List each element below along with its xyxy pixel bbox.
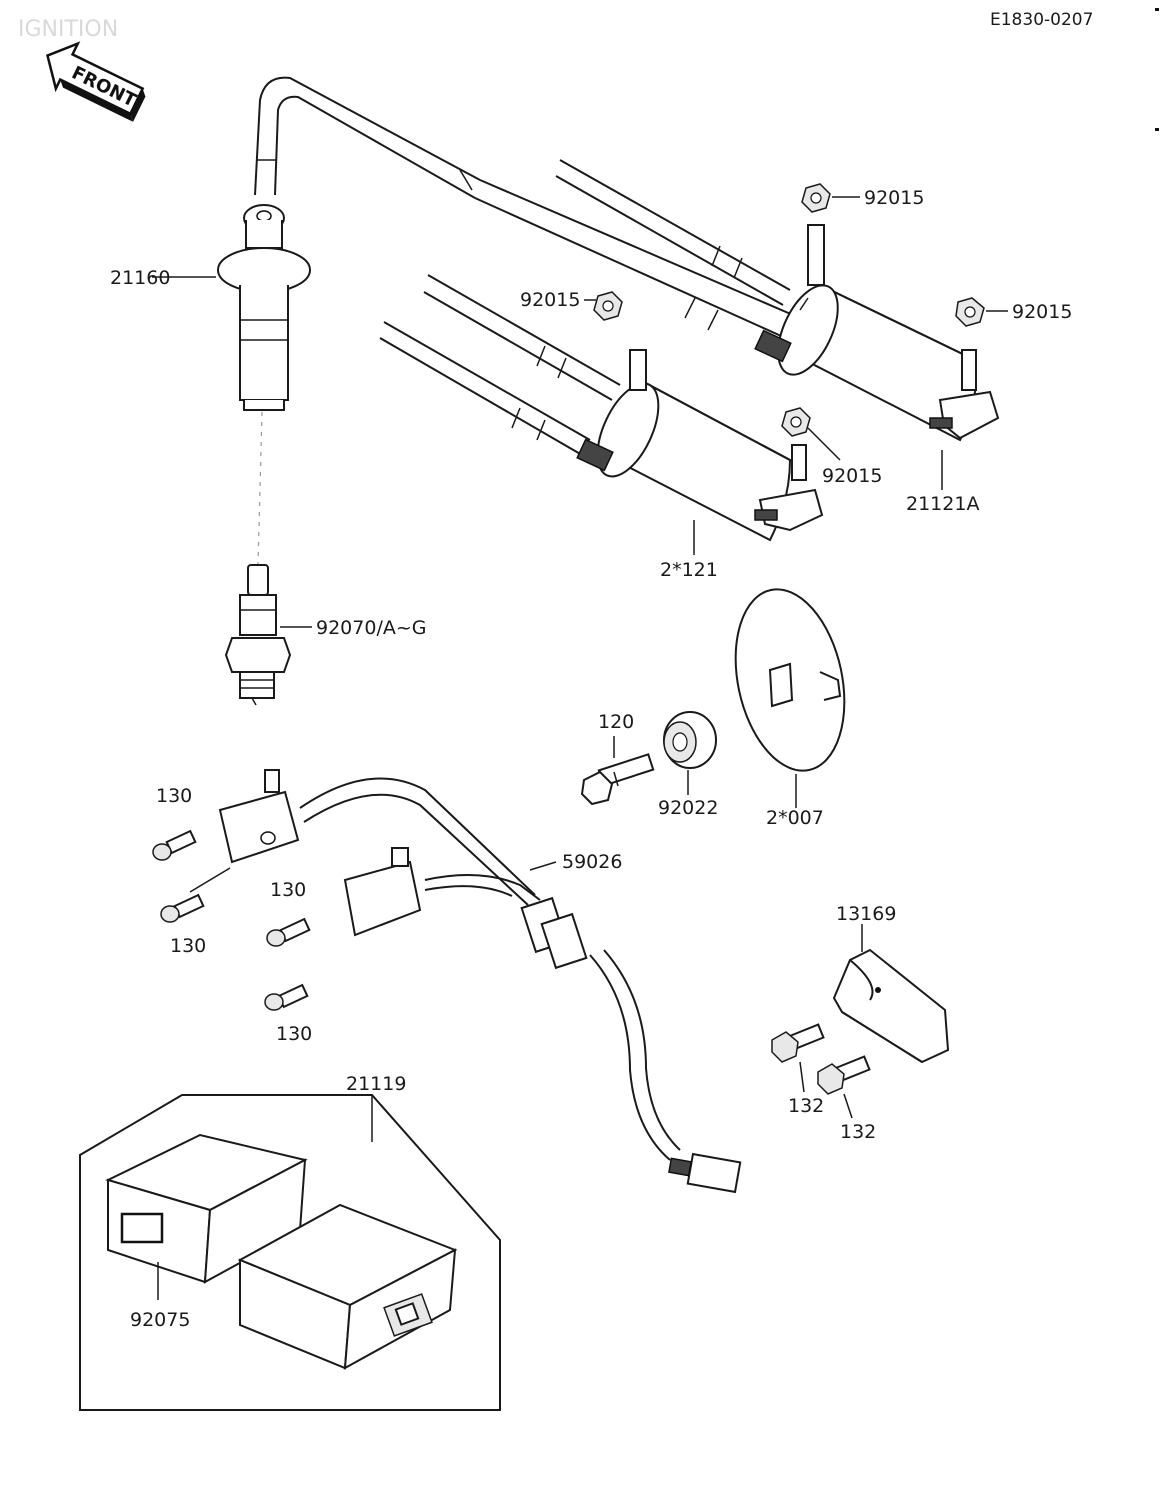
label-21119: 21119 <box>346 1073 406 1095</box>
spark-plug-lead <box>254 76 801 341</box>
nut-92015-top <box>801 183 831 213</box>
leader-92015-mid <box>807 427 841 461</box>
spark-plug <box>224 564 292 706</box>
label-120: 120 <box>598 711 634 733</box>
label-59026: 59026 <box>562 851 622 873</box>
label-132-b: 132 <box>840 1121 876 1143</box>
label-21160: 21160 <box>110 267 170 289</box>
bolt-132-b <box>817 1055 871 1095</box>
label-92070: 92070/A~G <box>316 617 426 639</box>
leader-130-b <box>189 867 231 893</box>
screw-130-b <box>160 893 205 923</box>
igniter-box-92075 <box>105 1133 308 1284</box>
leader-132-b <box>843 1093 853 1119</box>
bracket-13169 <box>832 948 950 1064</box>
label-92015-right: 92015 <box>1012 301 1072 323</box>
label-130-c: 130 <box>270 879 306 901</box>
label-21121: 2*121 <box>660 559 718 581</box>
label-92015-left: 92015 <box>520 289 580 311</box>
bolt-120 <box>580 753 655 806</box>
leader-59026 <box>529 861 557 871</box>
pickup-coil-assembly <box>218 769 742 1194</box>
screw-130-c <box>266 917 311 947</box>
label-21121A: 21121A <box>906 493 979 515</box>
label-132-a: 132 <box>788 1095 824 1117</box>
leader-132-a <box>799 1061 805 1093</box>
washer-92022 <box>663 711 717 769</box>
label-92015-top: 92015 <box>864 187 924 209</box>
screw-130-a <box>152 829 197 861</box>
plug-cap <box>217 204 311 411</box>
edge-mark-top <box>1155 8 1159 11</box>
edge-mark-mid <box>1155 128 1159 131</box>
nut-92015-mid <box>781 407 811 437</box>
diagram-code: E1830-0207 <box>990 10 1093 30</box>
label-92022: 92022 <box>658 797 718 819</box>
ignition-coil-21121 <box>379 274 824 542</box>
nut-92015-left <box>593 291 623 321</box>
section-title: IGNITION <box>18 17 118 42</box>
label-92015-mid: 92015 <box>822 465 882 487</box>
alignment-line <box>257 411 263 566</box>
nut-92015-right <box>955 297 985 327</box>
label-13169: 13169 <box>836 903 896 925</box>
label-130-b: 130 <box>170 935 206 957</box>
screw-130-d <box>264 983 309 1011</box>
ic-igniter-unit <box>237 1203 458 1370</box>
label-130-a: 130 <box>156 785 192 807</box>
label-130-d: 130 <box>276 1023 312 1045</box>
label-92075: 92075 <box>130 1309 190 1331</box>
label-21007: 2*007 <box>766 807 824 829</box>
ignition-coil-21121A <box>555 159 1000 442</box>
front-arrow-icon: FRONT <box>45 41 146 122</box>
kit-21119-enclosure <box>79 1094 501 1411</box>
timing-rotor <box>734 588 846 772</box>
bolt-132-a <box>771 1023 825 1063</box>
